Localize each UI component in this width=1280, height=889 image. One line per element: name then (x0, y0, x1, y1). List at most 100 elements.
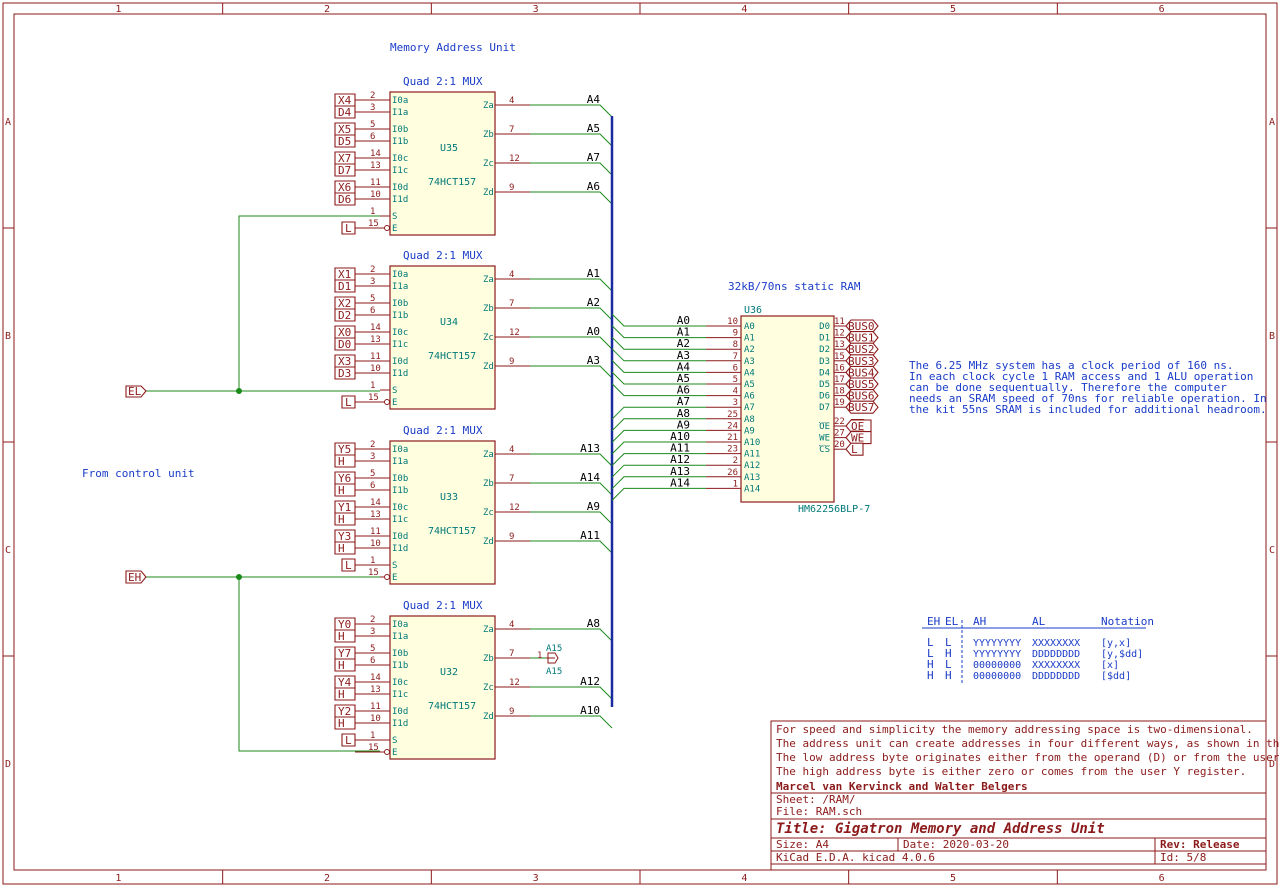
mux-pin-name: I1c (392, 166, 408, 176)
timing-note: The 6.25 MHz system has a clock period o… (909, 359, 1267, 416)
table-cell: [x] (1101, 660, 1119, 671)
mux-pin-number: 5 (370, 469, 375, 479)
mux-pin-number: 2 (370, 615, 375, 625)
mux-pin-name: I0b (392, 299, 408, 309)
input-label: X7 (334, 151, 356, 165)
frame-column-label-top: 1 (115, 4, 121, 15)
mux-pin-name: I0c (392, 503, 408, 513)
mux-pin-number: 2 (370, 265, 375, 275)
ram-addr-pin-name: A1 (744, 334, 755, 344)
ram-data-pin-number: 18 (834, 387, 845, 397)
ram-addr-pin-name: A3 (744, 357, 755, 367)
mux-s-pin-name: S (392, 736, 397, 746)
mux-pin-number: 5 (370, 120, 375, 130)
mux-pin-number: 14 (370, 149, 381, 159)
ram-addr-pin-number: 24 (727, 421, 738, 431)
ram-title-heading: 32kB/70ns static RAM (728, 280, 861, 293)
net-label: A7 (587, 151, 600, 164)
input-label: D6 (334, 192, 356, 206)
bus-label-text: BUS0 (848, 320, 875, 333)
title-comment-line: For speed and simplicity the memory addr… (776, 723, 1253, 736)
ram-data-pin-name: D6 (819, 392, 830, 402)
bus-label-text: BUS4 (848, 366, 875, 379)
bus-label: BUS5 (845, 377, 879, 391)
frame-column-label-top: 5 (950, 4, 956, 15)
mux-output-name: Za (483, 275, 494, 285)
table-cell: [y,$dd] (1101, 649, 1143, 660)
mux-pin-name: I0b (392, 474, 408, 484)
ram-net-label: A13 (670, 465, 690, 478)
ram-data-pin-name: D4 (819, 368, 830, 378)
mux-ref: U34 (440, 317, 458, 328)
note-line: can be done sequentually. Therefore the … (909, 381, 1227, 394)
mux-value: 74HCT157 (428, 701, 476, 712)
mux-pin-number: 11 (370, 527, 381, 537)
input-label: X0 (334, 325, 356, 339)
mux-pin-name: I1b (392, 486, 408, 496)
mux-pin-number: 10 (370, 714, 381, 724)
input-label-text: Y7 (338, 647, 351, 660)
table-cell: XXXXXXXX (1032, 660, 1080, 671)
table-cell: [$dd] (1101, 671, 1131, 682)
ctrl-label: OE (845, 419, 872, 433)
bus-label: BUS6 (845, 389, 879, 403)
ram-net-label: A12 (670, 453, 690, 466)
table-header-cell: Notation (1101, 615, 1154, 628)
mux-pin-name: I0a (392, 445, 408, 455)
bus-label-text: BUS5 (848, 378, 875, 391)
ram-addr-pin-number: 26 (727, 468, 738, 478)
ram-addr-pin-number: 2 (733, 456, 738, 466)
ram-data-pin-number: 13 (834, 340, 845, 350)
table-header-cell: AH (973, 615, 986, 628)
frame-column-label-top: 4 (741, 4, 747, 15)
mux-pin-name: I1c (392, 515, 408, 525)
mux-pin-number: 11 (370, 352, 381, 362)
ctrl-label: WE (845, 431, 872, 445)
a15-top-text: A15 (546, 644, 562, 654)
frame-row-label-right: A (1269, 117, 1275, 128)
mux-s-pin-name: S (392, 212, 397, 222)
bus-label-text: BUS2 (848, 343, 875, 356)
mux-s-pin-number: 1 (370, 207, 375, 217)
el-label-text: EL (128, 385, 142, 398)
mux-output-pin-number: 4 (509, 445, 514, 455)
bus-label: BUS4 (845, 365, 879, 379)
mux-pin-number: 5 (370, 644, 375, 654)
ram-addr-pin-number: 7 (733, 352, 738, 362)
date-text: Date: 2020-03-20 (903, 838, 1009, 851)
mux-pin-name: I1a (392, 632, 408, 642)
control-wiring (146, 215, 380, 752)
net-label: A14 (580, 471, 600, 484)
mux-pin-number: 10 (370, 190, 381, 200)
input-label: H (334, 716, 356, 730)
input-label: D4 (334, 105, 356, 119)
mux-pin-name: I0c (392, 154, 408, 164)
input-label: Y7 (334, 646, 356, 660)
ram-addr-pin-number: 8 (733, 340, 738, 350)
ram-addr-pin-number: 21 (727, 433, 738, 443)
input-label: D1 (334, 279, 356, 293)
input-label-text: H (338, 542, 345, 555)
input-label-text: H (338, 484, 345, 497)
mux-output-pin-number: 12 (509, 328, 520, 338)
mux-pin-number: 2 (370, 91, 375, 101)
title-text: Title: Gigatron Memory and Address Unit (776, 821, 1105, 837)
ram-addr-pin-name: A2 (744, 345, 755, 355)
input-label-text: D3 (338, 367, 351, 380)
input-label-text: Y2 (338, 705, 351, 718)
ram-addr-pin-number: 10 (727, 317, 738, 327)
ram-addr-pin-name: A10 (744, 438, 760, 448)
input-label: D5 (334, 134, 356, 148)
mux-e-pin-name: E (392, 748, 397, 758)
mux-title: Quad 2:1 MUX (403, 75, 483, 88)
ram-addr-pin-name: A6 (744, 392, 755, 402)
ram-addr-pin-name: A9 (744, 426, 755, 436)
table-cell: [y,x] (1101, 638, 1131, 649)
mux-pin-number: 2 (370, 440, 375, 450)
mux-output-pin-number: 9 (509, 532, 514, 542)
table-cell: YYYYYYYY (973, 649, 1021, 660)
mux-pin-name: I1d (392, 369, 408, 379)
ram-net-label: A14 (670, 476, 690, 489)
input-label-text: X6 (338, 181, 351, 194)
